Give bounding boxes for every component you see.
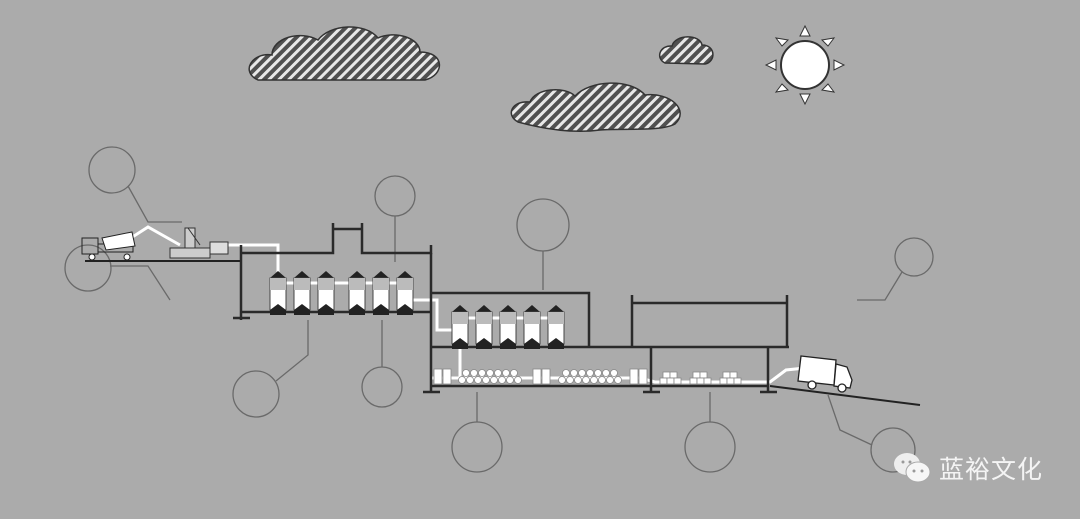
crusher-machine bbox=[169, 227, 229, 259]
cloud-small bbox=[658, 36, 714, 65]
watermark-text: 蓝裕文化 bbox=[939, 455, 1044, 484]
dump-truck bbox=[81, 231, 136, 261]
callouts bbox=[64, 146, 934, 473]
watermark: 蓝裕文化 bbox=[893, 450, 1043, 486]
cloud-medium bbox=[510, 82, 681, 133]
silo-row-upper bbox=[269, 270, 414, 316]
storage-items bbox=[433, 368, 742, 385]
wechat-icon bbox=[894, 453, 931, 483]
building-middle-hall bbox=[423, 253, 789, 394]
ground bbox=[85, 260, 921, 406]
delivery-truck bbox=[797, 355, 853, 393]
sun-icon bbox=[764, 24, 846, 106]
silo-row-middle bbox=[451, 304, 565, 350]
cloud-large bbox=[248, 26, 441, 81]
